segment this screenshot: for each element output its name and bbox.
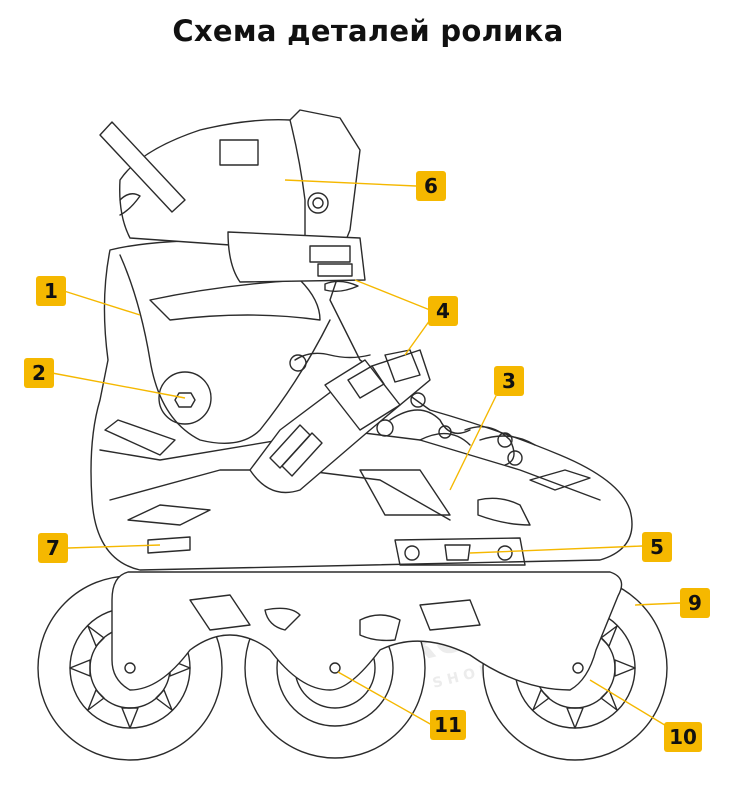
liner-cuff <box>99 109 361 256</box>
laces <box>376 392 536 466</box>
callout-9: 9 <box>680 588 710 618</box>
callout-2-label: 2 <box>32 361 46 385</box>
callout-3-label: 3 <box>502 369 516 393</box>
callout-7-label: 7 <box>46 536 60 560</box>
callout-1: 1 <box>36 276 66 306</box>
callout-11-label: 11 <box>434 713 462 737</box>
callout-2: 2 <box>24 358 54 388</box>
callout-4-label: 4 <box>436 299 450 323</box>
callout-9-label: 9 <box>688 591 702 615</box>
callout-3: 3 <box>494 366 524 396</box>
callout-11: 11 <box>430 710 466 740</box>
callout-4: 4 <box>428 296 458 326</box>
power-strap <box>249 349 431 494</box>
callout-6: 6 <box>416 171 446 201</box>
leader-3 <box>449 395 497 491</box>
diagram-title: Схема деталей ролика <box>172 14 564 48</box>
callout-10: 10 <box>664 722 702 752</box>
leader-6 <box>284 179 417 187</box>
leader-lines <box>51 179 681 728</box>
leader-4b <box>404 319 431 356</box>
leader-11 <box>337 671 433 726</box>
leader-2 <box>51 372 186 399</box>
leader-1 <box>63 290 141 316</box>
leader-7 <box>67 544 161 549</box>
callout-7: 7 <box>38 533 68 563</box>
leader-10 <box>589 679 669 728</box>
cuff-buckle <box>227 231 366 293</box>
frame <box>111 571 623 691</box>
callout-5-label: 5 <box>650 535 664 559</box>
callout-10-label: 10 <box>669 725 697 749</box>
callout-6-label: 6 <box>424 174 438 198</box>
leader-9 <box>634 602 681 606</box>
callout-1-label: 1 <box>44 279 58 303</box>
callout-5: 5 <box>642 532 672 562</box>
leader-4 <box>354 279 431 311</box>
leader-5 <box>469 545 643 554</box>
